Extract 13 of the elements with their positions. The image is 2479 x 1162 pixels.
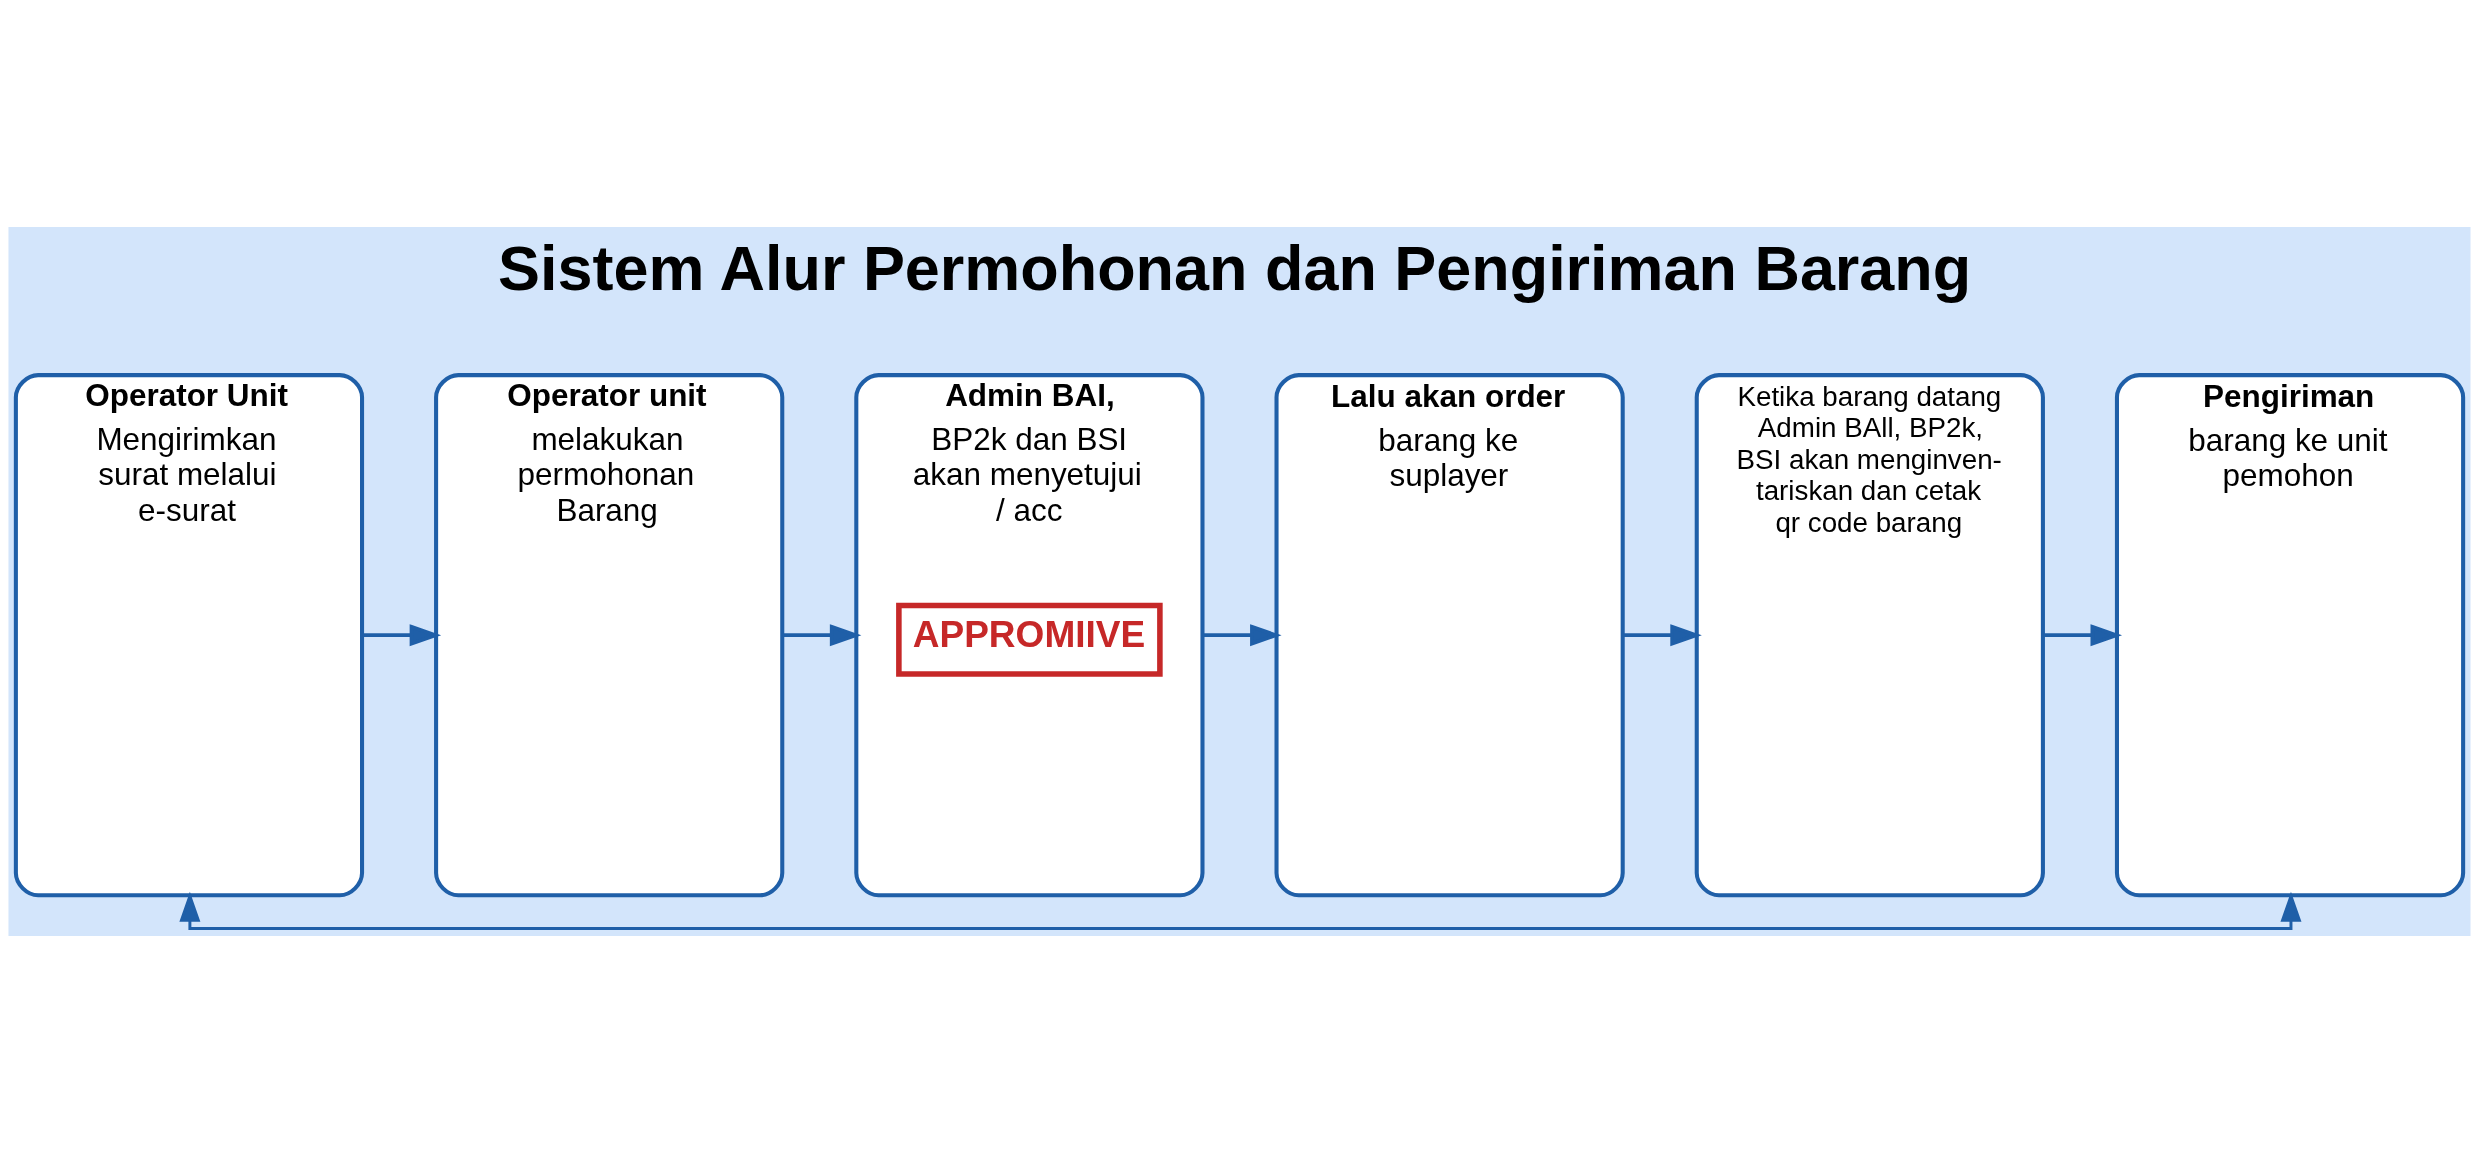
arrow bbox=[179, 891, 2302, 930]
node-box: Pengiriman barang ke unit pemohon bbox=[2114, 372, 2466, 897]
node-box: Admin BAI, BP2k dan BSI akan menyetujui / acc APPROMIIVE bbox=[854, 372, 1205, 897]
arrow bbox=[1202, 623, 1282, 646]
arrow bbox=[782, 623, 862, 646]
arrow bbox=[362, 623, 442, 646]
node-box: Lalu akan order barang ke suplayer bbox=[1274, 372, 1625, 897]
diagram-title: Sistem Alur Permohonan dan Pengiriman Barang bbox=[498, 232, 1972, 303]
arrow bbox=[2043, 623, 2122, 646]
node-box: Ketika barang datang Admin BAll, BP2k, BSI akan menginven- tariskan dan cetak qr code barang bbox=[1694, 372, 2045, 897]
node-box: Operator Unit Mengirimkan surat melalui e-surat bbox=[13, 372, 365, 897]
node-box: Operator unit melakukan permohonan Barang bbox=[434, 372, 785, 897]
arrow bbox=[1622, 623, 1702, 646]
